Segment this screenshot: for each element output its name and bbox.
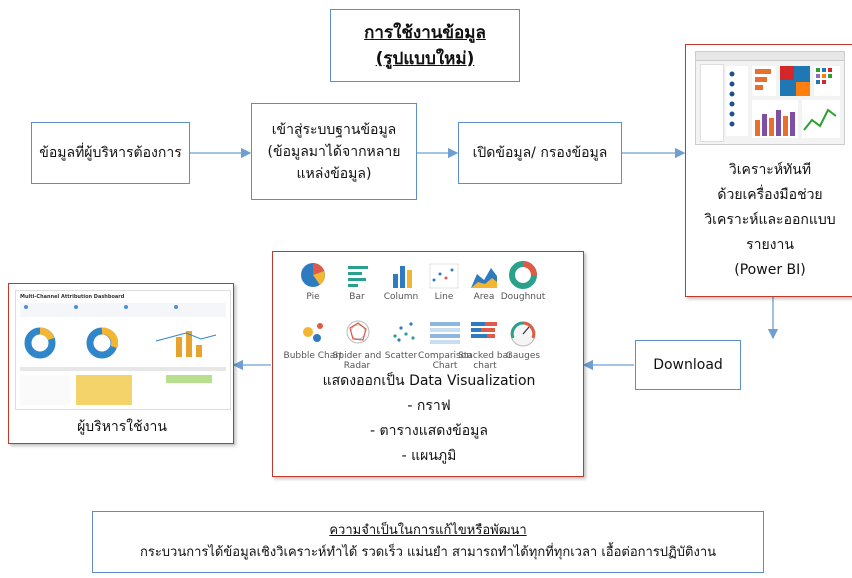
vis-label-spider: Spider and Radar xyxy=(332,351,382,371)
step-database-line-2: (ข้อมูลมาได้จากหลาย xyxy=(267,143,401,160)
vis-label-bar: Bar xyxy=(349,292,365,302)
step-visual: Pie Bar Column Line Area Doughnut Bubble… xyxy=(272,251,584,477)
step-needs-label: ข้อมูลที่ผู้บริหารต้องการ xyxy=(39,145,182,161)
vis-label-bubble: Bubble Chart xyxy=(283,351,343,361)
bubble-chart-icon xyxy=(303,323,323,342)
doughnut-icon xyxy=(509,261,537,289)
step-open-label: เปิดข้อมูล/ กรองข้อมูล xyxy=(472,145,608,161)
step-database: เข้าสู่ระบบฐานข้อมูล (ข้อมูลมาได้จากหลาย… xyxy=(251,103,417,200)
vis-label-doughnut: Doughnut xyxy=(500,292,546,302)
title-line-2: (รูปแบบใหม่) xyxy=(375,48,475,69)
vis-label-pie: Pie xyxy=(306,292,320,302)
visual-line-3: - ตารางแสดงข้อมูล xyxy=(370,423,488,439)
comparison-chart-icon xyxy=(430,322,460,344)
gauges-icon xyxy=(510,321,536,347)
bar-icon xyxy=(348,266,368,287)
note-box: ความจำเป็นในการแก้ไขหรือพัฒนา กระบวนการไ… xyxy=(92,511,764,573)
step-open: เปิดข้อมูล/ กรองข้อมูล xyxy=(458,122,622,184)
analyze-line-3: วิเคราะห์และออกแบบ xyxy=(704,212,836,228)
area-icon xyxy=(471,268,497,288)
exec-label: ผู้บริหารใช้งาน xyxy=(77,419,167,435)
powerbi-screenshot xyxy=(695,51,845,145)
vis-label-column: Column xyxy=(383,292,419,302)
visual-line-2: - กราฟ xyxy=(407,398,451,414)
spider-radar-icon xyxy=(346,320,370,344)
title-line-1: การใช้งานข้อมูล xyxy=(364,22,486,43)
step-exec: Multi-Channel Attribution Dashboard ผู้บ… xyxy=(8,283,234,444)
title-box: การใช้งานข้อมูล (รูปแบบใหม่) xyxy=(330,9,520,82)
step-analyze-text: วิเคราะห์ทันที ด้วยเครื่องมือช่วย วิเครา… xyxy=(686,148,852,293)
vis-label-comparison: Comparison Chart xyxy=(418,351,472,371)
visual-line-1: แสดงออกเป็น Data Visualization xyxy=(322,373,536,389)
download-label: Download xyxy=(653,357,723,373)
step-analyze: วิเคราะห์ทันที ด้วยเครื่องมือช่วย วิเครา… xyxy=(685,44,852,297)
vis-label-line: Line xyxy=(434,292,454,302)
analyze-line-1: วิเคราะห์ทันที xyxy=(728,162,812,178)
vis-label-gauges: Gauges xyxy=(505,351,541,361)
step-needs: ข้อมูลที่ผู้บริหารต้องการ xyxy=(31,122,190,184)
analyze-line-2: ด้วยเครื่องมือช่วย xyxy=(717,187,823,203)
note-heading: ความจำเป็นในการแก้ไขหรือพัฒนา xyxy=(329,523,527,538)
column-icon xyxy=(393,266,412,288)
dashboard-title: Multi-Channel Attribution Dashboard xyxy=(20,294,125,300)
scatter-icon xyxy=(393,322,415,342)
visualization-icons xyxy=(301,261,537,347)
analyze-line-4: รายงาน xyxy=(746,237,794,253)
vis-label-stacked: Stacked bar chart xyxy=(458,351,512,371)
step-database-line-1: เข้าสู่ระบบฐานข้อมูล xyxy=(271,121,397,138)
vis-label-area: Area xyxy=(473,292,495,302)
dashboard-thumbnail: Multi-Channel Attribution Dashboard xyxy=(15,290,231,410)
line-icon xyxy=(429,263,459,289)
step-download: Download xyxy=(635,340,741,390)
note-body: กระบวนการได้ข้อมูลเชิงวิเคราะห์ทำได้ รวด… xyxy=(139,545,717,560)
step-database-line-3: แหล่งข้อมูล) xyxy=(296,165,372,182)
visual-text: แสดงออกเป็น Data Visualization - กราฟ - … xyxy=(273,369,585,469)
pie-icon xyxy=(301,263,325,287)
stacked-bar-chart-icon xyxy=(471,322,497,338)
visual-line-4: - แผนภูมิ xyxy=(401,448,457,464)
analyze-line-5: (Power BI) xyxy=(734,262,806,278)
vis-label-scatter: Scatter xyxy=(384,351,418,361)
